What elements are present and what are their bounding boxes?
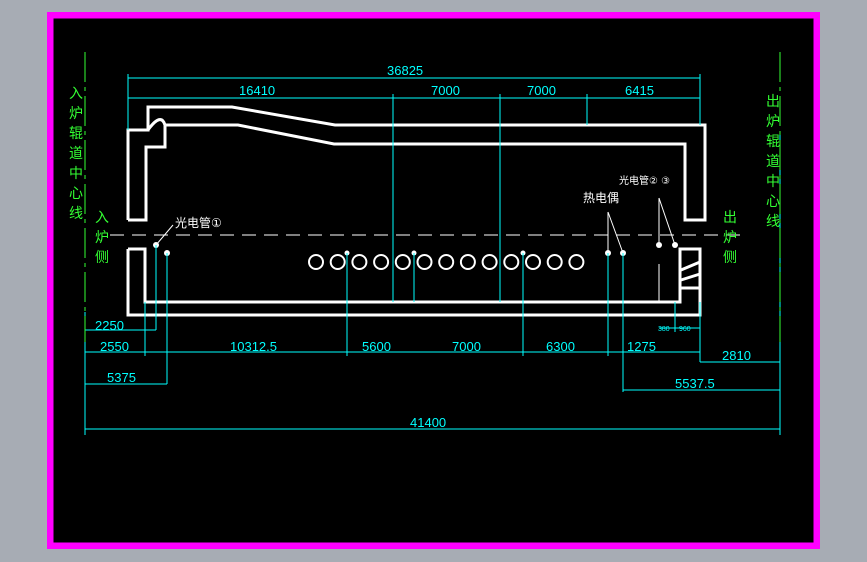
v-entry-cl-char-6: 线 <box>69 206 83 222</box>
green-centerlines <box>84 52 781 342</box>
furnace-outline <box>126 105 707 317</box>
sensor-points <box>153 242 678 256</box>
v-entry-cl-char-1: 炉 <box>69 106 83 122</box>
roller-8 <box>459 254 476 270</box>
dim-top-seg1: 16410 <box>239 83 275 98</box>
dim-1275: 1275 <box>627 339 656 354</box>
dim-6300: 6300 <box>546 339 575 354</box>
dim-top-seg4: 6415 <box>625 83 654 98</box>
roller-6 <box>416 254 433 270</box>
photocell-2-3-label: 光电管② ③ <box>619 174 670 187</box>
v-entry-cl-char-5: 心 <box>69 186 83 202</box>
top-outer-wall <box>126 105 707 222</box>
v-entry-side-char-1: 炉 <box>95 230 109 246</box>
roller-10 <box>503 254 520 270</box>
v-exit-cl-char-0: 出 <box>766 94 780 110</box>
v-exit-cl-char-3: 道 <box>766 154 780 170</box>
roller-5 <box>394 254 411 270</box>
roller-11 <box>525 254 541 270</box>
v-exit-cl-char-4: 中 <box>766 174 780 190</box>
dim-5600: 5600 <box>362 339 391 354</box>
v-exit-cl-char-6: 线 <box>766 214 780 230</box>
magenta-border <box>47 12 820 549</box>
v-entry-side-char-2: 侧 <box>95 250 109 266</box>
roller-row <box>308 254 585 270</box>
dim-small-b: 960 <box>679 326 691 333</box>
bottom-wall <box>126 247 702 317</box>
drawing-frame: 36825 16410 7000 7000 6415 2250 2550 537… <box>47 12 820 549</box>
v-entry-cl-char-3: 道 <box>69 146 83 162</box>
dim-2810: 2810 <box>722 348 751 363</box>
dim-7000: 7000 <box>452 339 481 354</box>
dim-5537: 5537.5 <box>675 376 715 391</box>
v-entry-cl-char-0: 入 <box>69 86 83 102</box>
v-entry-side-char-0: 入 <box>95 210 109 226</box>
dimension-lines <box>84 74 781 435</box>
v-exit-side-char-0: 出 <box>723 210 737 226</box>
dim-2250: 2250 <box>95 318 124 333</box>
roller-13 <box>568 254 585 270</box>
dim-total-bottom: 41400 <box>410 415 446 430</box>
photocell-1-label: 光电管① <box>175 215 222 230</box>
dim-total-top: 36825 <box>387 63 423 78</box>
entry-corner-arc <box>146 118 167 131</box>
roller-12 <box>546 254 563 270</box>
v-exit-cl-char-1: 炉 <box>766 114 780 130</box>
leader-lines <box>155 197 676 302</box>
roller-9 <box>481 254 498 270</box>
v-exit-cl-char-5: 心 <box>766 194 780 210</box>
roller-7 <box>438 254 455 270</box>
roller-2 <box>329 254 346 270</box>
exit-side-label: 出炉侧 <box>723 210 737 266</box>
thermocouple-label: 热电偶 <box>583 191 619 205</box>
v-exit-side-char-2: 侧 <box>723 250 737 266</box>
v-entry-cl-char-4: 中 <box>69 166 83 182</box>
v-exit-cl-char-2: 辊 <box>766 134 780 150</box>
dim-top-seg3: 7000 <box>527 83 556 98</box>
dim-top-seg2: 7000 <box>431 83 460 98</box>
v-entry-cl-char-2: 辊 <box>69 126 83 142</box>
dim-2550: 2550 <box>100 339 129 354</box>
dim-10312: 10312.5 <box>230 339 277 354</box>
dim-small-a: 380 <box>658 326 670 333</box>
roller-1 <box>308 254 324 270</box>
furnace-cad-drawing: 36825 16410 7000 7000 6415 2250 2550 537… <box>47 12 820 549</box>
roller-3 <box>351 254 368 270</box>
entry-side-label: 入炉侧 <box>95 210 109 266</box>
v-exit-side-char-1: 炉 <box>723 230 737 246</box>
dim-5375: 5375 <box>107 370 136 385</box>
exit-flap <box>680 260 701 290</box>
roller-4 <box>373 254 390 270</box>
